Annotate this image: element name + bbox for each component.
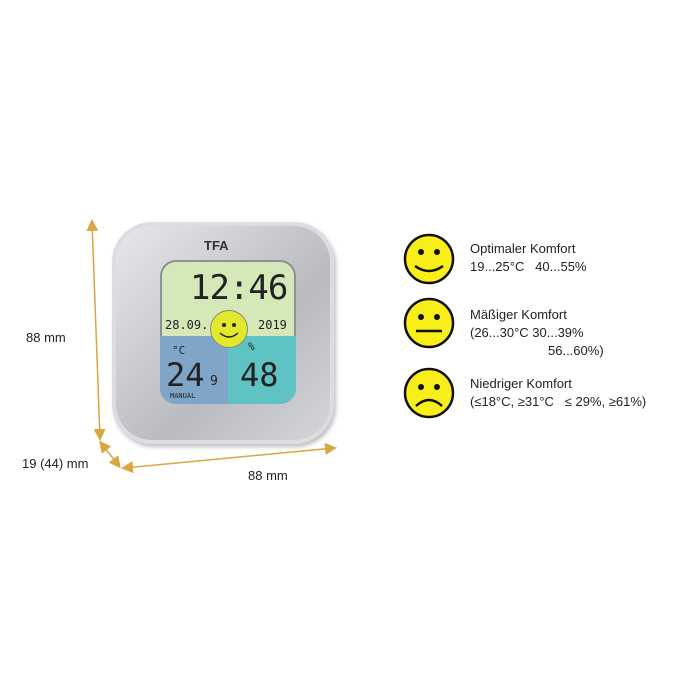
mode-label: MANUAL: [170, 392, 196, 400]
width-arrow: [121, 442, 337, 474]
height-arrow: [86, 219, 106, 441]
depth-arrow: [99, 440, 121, 469]
humidity-unit: %: [248, 340, 255, 353]
lcd-screen: 12:46 28.09. 2019 °C % 24 9 48 MANUAL: [160, 260, 296, 404]
sad-face-icon: [403, 367, 455, 419]
comfort-low-range: (≤18°C, ≥31°C ≤ 29%, ≥61%): [470, 394, 647, 409]
time-display: 12:46: [190, 268, 288, 308]
device-body: TFA 12:46 28.09. 2019 °C % 24 9 48 MANUA…: [112, 222, 334, 444]
date-display: 28.09.: [165, 318, 209, 332]
depth-label: 19 (44) mm: [22, 456, 89, 471]
happy-face-icon: [403, 233, 455, 285]
neutral-face-icon: [403, 297, 455, 349]
temperature-value: 24: [166, 356, 205, 394]
year-display: 2019: [258, 318, 287, 332]
comfort-moderate-range-2: 56...60%): [548, 343, 604, 358]
brand-logo: TFA: [204, 238, 229, 253]
comfort-low-title: Niedriger Komfort: [470, 376, 572, 391]
comfort-optimal-range: 19...25°C 40...55%: [470, 259, 587, 274]
temp-unit: °C: [172, 344, 186, 357]
temperature-decimal: 9: [210, 374, 218, 389]
comfort-moderate-range: (26...30°C 30...39%: [470, 325, 584, 340]
width-label: 88 mm: [248, 468, 288, 483]
height-label: 88 mm: [26, 330, 66, 345]
comfort-optimal-title: Optimaler Komfort: [470, 241, 576, 256]
humidity-value: 48: [240, 356, 279, 394]
comfort-smiley-icon: [210, 310, 248, 348]
comfort-moderate-title: Mäßiger Komfort: [470, 307, 567, 322]
